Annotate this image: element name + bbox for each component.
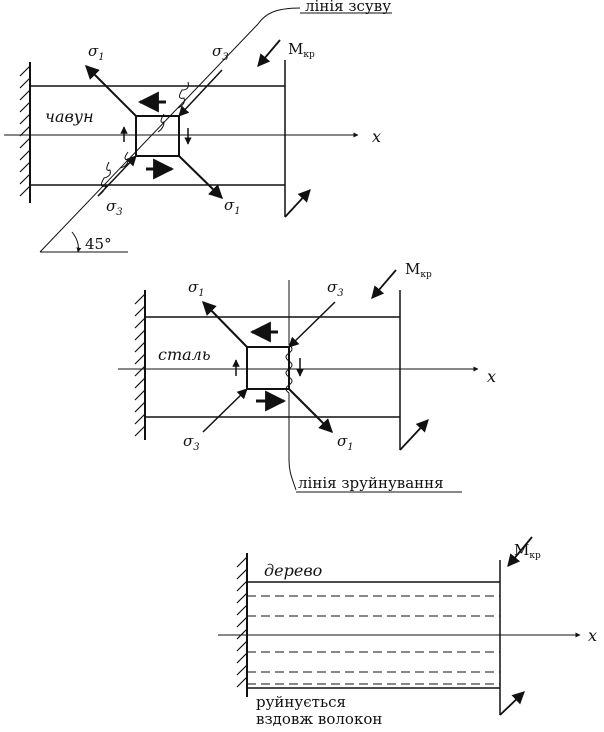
shaft-3 xyxy=(247,560,501,715)
principal-stresses-1: σ1 σ3 σ3 σ1 xyxy=(85,42,241,218)
diagram-cast-iron: x лінія зсуву 45° xyxy=(4,0,392,253)
angle-label: 45° xyxy=(85,235,112,253)
x-axis-3: x xyxy=(218,626,597,645)
stress-element-2 xyxy=(232,321,304,412)
shaft-2 xyxy=(145,290,401,450)
sigma3-label-upper-2: σ3 xyxy=(327,278,344,299)
axis-label-x-2: x xyxy=(487,367,496,386)
wood-note-line2: вздовж волокон xyxy=(256,710,382,727)
sigma3-arrow-upper-1 xyxy=(178,69,223,117)
sigma1-arrow-lower-2 xyxy=(288,388,333,433)
torque-2: Mкр xyxy=(371,260,432,451)
sigma3-label-upper-1: σ3 xyxy=(212,42,229,63)
fixed-support-1 xyxy=(19,62,31,203)
wood-note-line1: руйнується xyxy=(256,693,346,711)
torque-label-3: Mкр xyxy=(514,541,541,561)
sigma3-label-lower-2: σ3 xyxy=(183,432,200,453)
sigma3-arrow-upper-2 xyxy=(288,301,336,348)
sigma3-arrow-lower-1 xyxy=(97,155,137,197)
torque-label-1: Mкр xyxy=(288,40,315,60)
axis-label-x-1: x xyxy=(372,127,381,146)
x-axis-2: x xyxy=(118,366,496,386)
principal-stresses-2: σ1 σ3 σ3 σ1 xyxy=(183,278,354,453)
fixed-support-2 xyxy=(134,290,146,440)
wood-fibers xyxy=(247,595,500,685)
sigma1-label-lower-2: σ1 xyxy=(337,432,354,453)
stress-element-1 xyxy=(120,91,192,180)
diagram-steel: x лінія зруйнування σ1 σ3 σ3 σ1 сталь xyxy=(118,260,496,493)
failure-line-label: лінія зруйнування xyxy=(298,474,444,492)
material-label-steel: сталь xyxy=(158,345,211,364)
sigma1-arrow-lower-1 xyxy=(178,155,224,199)
material-label-cast-iron: чавун xyxy=(45,107,94,126)
sigma3-label-lower-1: σ3 xyxy=(106,197,123,218)
axis-label-x-3: x xyxy=(588,626,597,645)
material-label-wood: дерево xyxy=(264,561,322,580)
shaft-1 xyxy=(30,60,286,217)
sigma1-arrow-upper-1 xyxy=(85,65,137,117)
sigma1-arrow-upper-2 xyxy=(202,300,248,348)
sigma1-label-lower-1: σ1 xyxy=(224,196,241,217)
torque-1: Mкр xyxy=(257,39,315,218)
fixed-support-3 xyxy=(236,553,248,697)
x-axis-1: x xyxy=(4,127,381,146)
shear-line-label: лінія зсуву xyxy=(305,0,391,15)
diagram-wood: x дерево руйнується вздовж волокон Mкр xyxy=(218,536,597,728)
failure-line: лінія зруйнування xyxy=(285,280,462,493)
torque-label-2: Mкр xyxy=(405,260,432,280)
sigma1-label-upper-2: σ1 xyxy=(188,278,205,299)
torque-3: Mкр xyxy=(499,536,541,716)
sigma1-label-upper-1: σ1 xyxy=(88,42,105,63)
sigma3-arrow-lower-2 xyxy=(202,388,248,433)
shear-line-1: лінія зсуву 45° xyxy=(39,0,392,253)
